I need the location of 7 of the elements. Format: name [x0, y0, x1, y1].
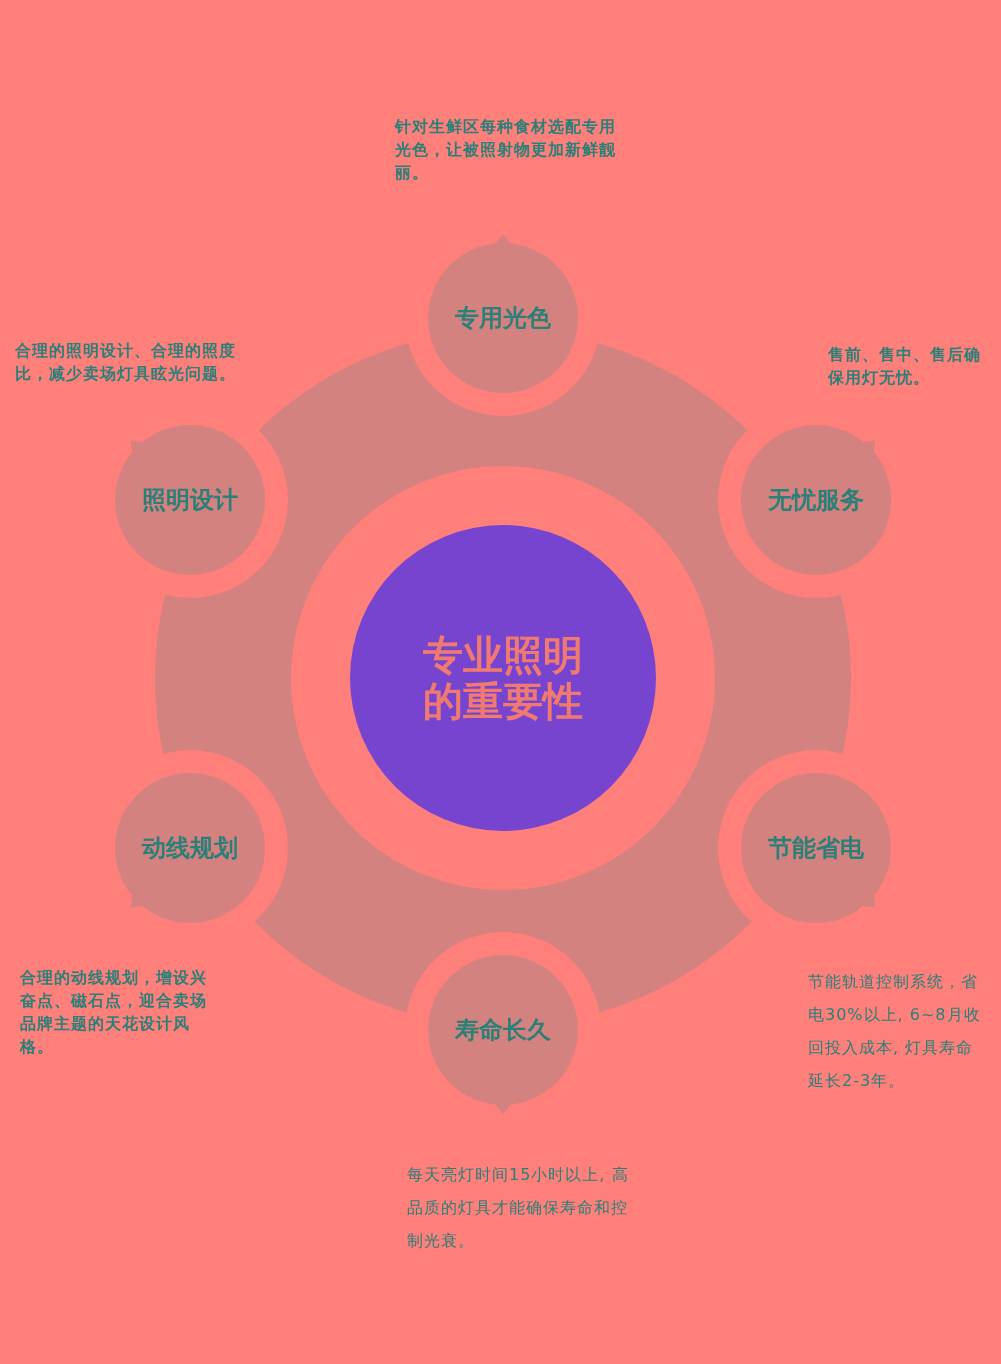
description-text: 针对生鲜区每种食材选配专用光色，让被照射物更加新鲜靓丽。 — [395, 116, 617, 184]
description-text: 售前、售中、售后确保用灯无忧。 — [828, 344, 982, 389]
description-text: 节能轨道控制系统，省电30%以上, 6~8月收回投入成本, 灯具寿命延长2-3年。 — [808, 971, 982, 1092]
center-circle: 专业照明的重要性 — [350, 525, 656, 831]
description-text: 合理的动线规划，增设兴奋点、磁石点，迎合卖场品牌主题的天花设计风格。 — [20, 967, 208, 1058]
description-text: 合理的照明设计、合理的照度比，减少卖场灯具眩光问题。 — [15, 340, 237, 385]
description-text: 每天亮灯时间15小时以上, 高品质的灯具才能确保寿命和控制光衰。 — [407, 1164, 629, 1252]
